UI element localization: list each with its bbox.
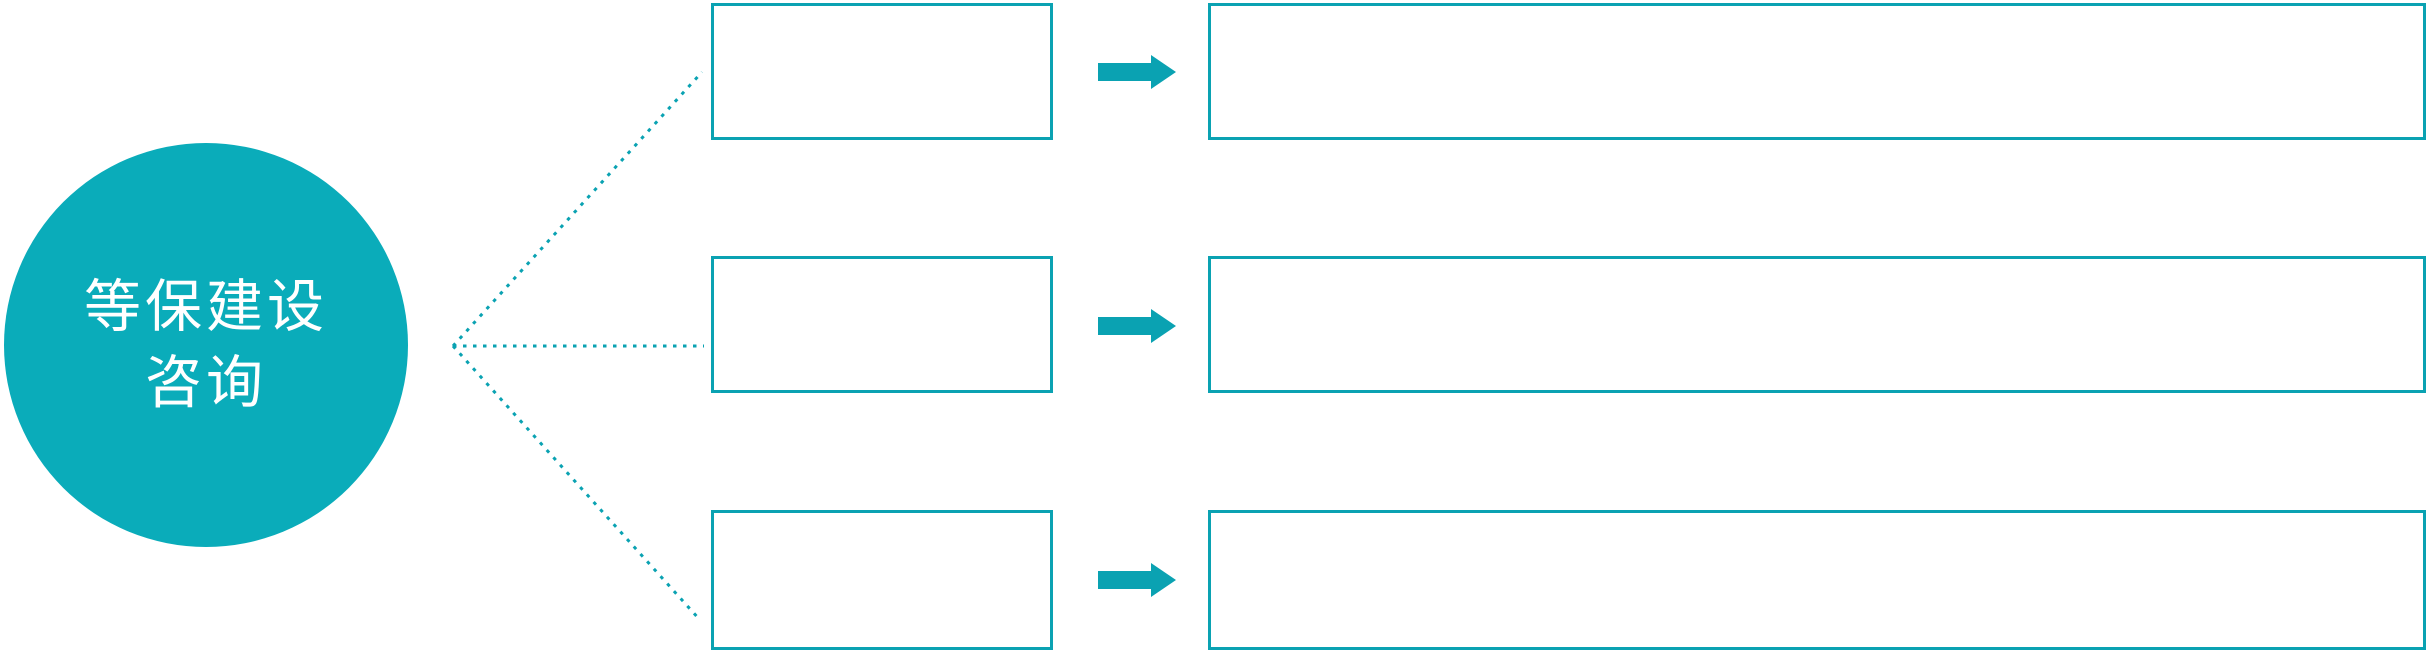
category-box-1 — [711, 3, 1053, 140]
hub-circle: 等保建设 咨询 — [4, 143, 408, 547]
category-box-2 — [711, 256, 1053, 393]
hub-label-line1: 等保建设 — [84, 275, 328, 339]
dotted-connector-bottom-icon — [451, 344, 702, 622]
hub-label-line2: 咨询 — [145, 351, 267, 415]
description-box-3 — [1208, 510, 2426, 650]
dotted-connector-top-icon — [451, 70, 704, 348]
description-box-2 — [1208, 256, 2426, 393]
arrow-right-icon — [1098, 563, 1176, 597]
category-box-3 — [711, 510, 1053, 650]
arrow-right-icon — [1098, 55, 1176, 89]
description-box-1 — [1208, 3, 2426, 140]
arrow-right-icon — [1098, 309, 1176, 343]
